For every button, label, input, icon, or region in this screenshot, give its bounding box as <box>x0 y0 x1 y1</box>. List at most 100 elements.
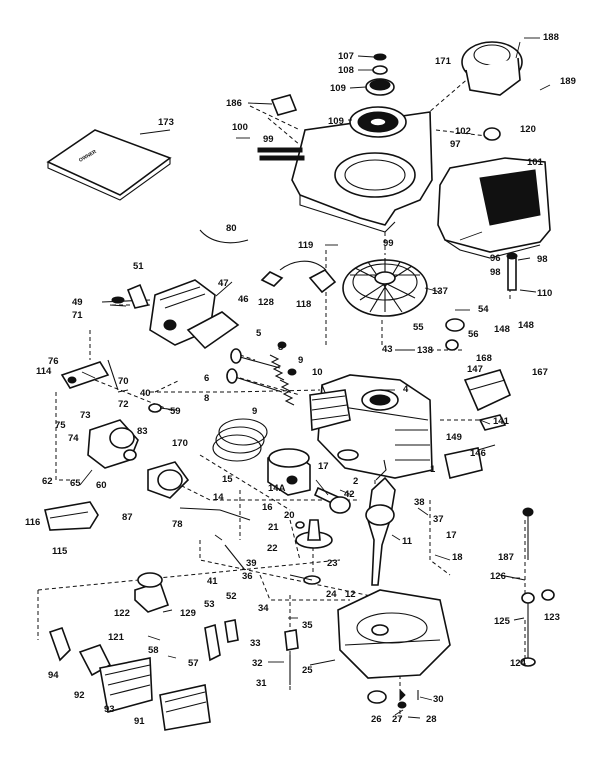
spark-plug-boot <box>284 629 299 685</box>
part-label: 123 <box>544 612 560 623</box>
breather-and-fittings-left <box>60 359 162 413</box>
part-label: 72 <box>118 399 129 410</box>
carburetor-intake-assembly <box>101 279 240 350</box>
part-label: 124 <box>510 658 527 669</box>
part-label: 54 <box>478 304 489 315</box>
bracket-115 <box>44 501 99 531</box>
part-label: 40 <box>140 388 151 399</box>
part-label: 96 <box>490 253 501 264</box>
part-label: 11 <box>402 536 413 547</box>
pin-and-pulley-links <box>499 507 555 667</box>
connecting-rod <box>313 486 351 514</box>
part-label: 102 <box>455 126 471 137</box>
part-label: 10 <box>312 367 323 378</box>
part-label: 23 <box>327 558 338 569</box>
part-label: 28 <box>426 714 437 725</box>
fuel-filter-cap-and-carb <box>134 572 239 662</box>
part-label: 120 <box>520 124 536 135</box>
part-label: 33 <box>250 638 261 649</box>
part-label: 9 <box>298 355 303 366</box>
part-label: 188 <box>543 32 559 43</box>
part-label: 83 <box>137 426 148 437</box>
part-label: 15 <box>222 474 233 485</box>
rewind-starter <box>461 41 523 96</box>
part-label: 17 <box>446 530 457 541</box>
part-label: 47 <box>218 278 229 289</box>
part-label: 26 <box>371 714 382 725</box>
part-label: 42 <box>344 489 355 500</box>
part-label: 35 <box>302 620 313 631</box>
part-label: 118 <box>296 299 311 310</box>
part-label: 98 <box>537 254 548 265</box>
part-label: 99 <box>383 238 394 249</box>
part-label: 108 <box>338 65 354 76</box>
part-label: 128 <box>258 297 274 308</box>
warning-decal-text <box>257 147 305 161</box>
part-label: 5 <box>256 328 262 339</box>
part-label: 99 <box>263 134 274 145</box>
part-label: 74 <box>68 433 79 444</box>
callout-labels: 188 171 189 107 108 109 186 173 109 100 … <box>25 32 576 727</box>
part-label: 46 <box>238 294 249 305</box>
choke-linkage <box>445 318 512 431</box>
crankshaft <box>365 459 396 586</box>
part-label: 70 <box>118 376 129 387</box>
decal-rectangle <box>270 94 298 116</box>
valve-train <box>226 341 297 406</box>
part-label: 126 <box>490 571 506 582</box>
flywheel <box>342 258 428 317</box>
part-label: 91 <box>134 716 145 727</box>
part-label: 119 <box>298 240 313 251</box>
part-label: 189 <box>560 76 576 87</box>
part-label: 8 <box>278 342 283 353</box>
part-label: 21 <box>268 522 279 533</box>
part-label: 49 <box>72 297 83 308</box>
part-label: 38 <box>414 497 425 508</box>
part-label: 59 <box>170 406 181 417</box>
part-label: 22 <box>267 543 278 554</box>
part-label: 36 <box>242 571 253 582</box>
throttle-linkage <box>179 507 251 571</box>
fuel-pickup-and-tube <box>506 252 518 291</box>
part-label: 98 <box>490 267 501 278</box>
part-label: 138 <box>417 345 433 356</box>
part-label: 62 <box>42 476 53 487</box>
part-label: 41 <box>207 576 218 587</box>
part-label: 8 <box>204 393 209 404</box>
part-label: 52 <box>226 591 237 602</box>
cable-80 <box>199 229 249 244</box>
part-label: 39 <box>246 558 257 569</box>
part-label: 147 <box>467 364 483 375</box>
part-label: 12 <box>345 589 356 600</box>
part-label: 14A <box>268 483 286 494</box>
part-label: 71 <box>72 310 83 321</box>
part-label: 149 <box>446 432 462 443</box>
part-label: 148 <box>494 324 510 335</box>
part-label: 170 <box>172 438 188 449</box>
part-label: 24 <box>326 589 337 600</box>
part-label: 18 <box>452 552 463 563</box>
part-label: 141 <box>493 416 510 427</box>
part-label: 78 <box>172 519 183 530</box>
part-label: 114 <box>36 366 52 377</box>
part-label: 25 <box>302 665 313 676</box>
leader-lines <box>79 37 551 719</box>
part-label: 53 <box>204 599 215 610</box>
part-label: 146 <box>470 448 486 459</box>
part-label: 101 <box>527 157 544 168</box>
part-label: 116 <box>25 517 40 528</box>
part-label: 93 <box>104 704 115 715</box>
part-label: 109 <box>330 83 346 94</box>
part-label: 75 <box>55 420 66 431</box>
part-label: 37 <box>433 514 444 525</box>
part-label: 16 <box>262 502 273 513</box>
piston <box>267 448 311 496</box>
part-label: 125 <box>494 616 511 627</box>
ignition-armature <box>444 444 496 479</box>
air-cleaner-assembly <box>48 626 211 731</box>
part-label: 173 <box>158 117 174 128</box>
part-label: 80 <box>226 223 237 234</box>
part-label: 32 <box>252 658 263 669</box>
part-label: 100 <box>232 122 248 133</box>
